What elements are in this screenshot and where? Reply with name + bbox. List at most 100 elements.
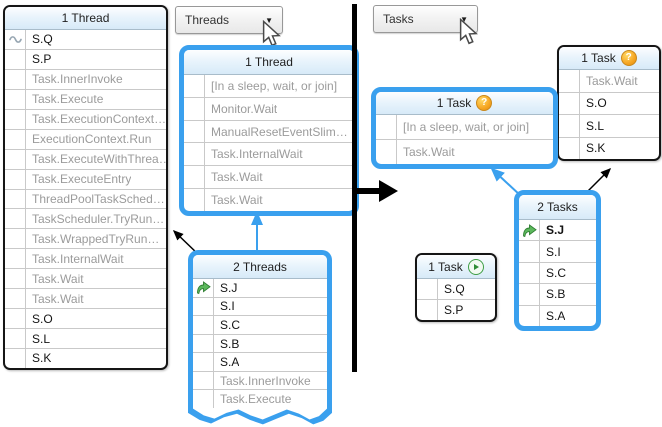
stack-frame-row[interactable]: S.Q <box>417 279 495 300</box>
frame-gutter <box>193 297 214 316</box>
panel-header: 1 Thread <box>184 50 354 75</box>
stack-frame-row[interactable]: S.B <box>193 334 327 354</box>
stack-frame-row[interactable]: [In a sleep, wait, or join] <box>376 115 553 140</box>
stack-frame-row[interactable]: S.O <box>559 92 659 115</box>
frame-label: Task.Wait <box>586 73 638 88</box>
frame-label: S.P <box>444 303 464 317</box>
stack-frame-row[interactable]: TaskScheduler.TryRun… <box>5 209 166 230</box>
stack-frame-row[interactable]: S.Q <box>5 30 166 50</box>
stack-frame-row[interactable]: Task.Execute <box>193 390 327 409</box>
stack-frame-row[interactable]: Task.Wait <box>184 189 354 211</box>
frame-gutter <box>193 353 214 371</box>
stack-frame-row[interactable]: S.P <box>5 49 166 70</box>
task-link-arrow <box>490 167 522 197</box>
frame-gutter <box>417 300 438 320</box>
frame-label: Task.Wait <box>211 170 263 185</box>
frame-gutter <box>5 349 26 368</box>
frame-label: ThreadPoolTaskSched… <box>32 191 165 206</box>
frame-gutter <box>519 305 540 326</box>
frame-gutter <box>5 129 26 149</box>
frame-gutter <box>5 69 26 89</box>
frame-label: Task.Wait <box>32 291 84 306</box>
frame-label: S.B <box>546 287 566 302</box>
stack-frame-row[interactable]: Task.ExecutionContext… <box>5 109 166 130</box>
panel-title: 1 Task <box>581 51 616 65</box>
stack-frame-row[interactable]: Task.Wait <box>559 70 659 93</box>
stack-frame-row[interactable]: Task.ExecuteWithThrea… <box>5 149 166 170</box>
frame-gutter <box>559 70 580 92</box>
frame-gutter <box>5 209 26 229</box>
frame-label: S.K <box>32 351 52 366</box>
frame-label: Task.ExecuteWithThrea… <box>32 152 166 167</box>
frame-label: Task.ExecutionContext… <box>32 112 166 127</box>
frame-label: S.A <box>220 355 240 370</box>
frame-label: S.O <box>586 96 607 111</box>
stack-frame-row[interactable]: Task.WrappedTryRun… <box>5 229 166 250</box>
stack-frame-row[interactable]: S.J <box>193 279 327 298</box>
frame-gutter <box>376 140 397 164</box>
stack-frame-row[interactable]: S.A <box>519 305 596 326</box>
frame-gutter <box>519 262 540 284</box>
mouse-cursor-icon <box>459 18 478 45</box>
frame-label: Task.InternalWait <box>211 147 303 162</box>
stack-frame-row[interactable]: ExecutionContext.Run <box>5 129 166 150</box>
panel-header: 1 Task ? <box>559 47 659 70</box>
stack-frame-row[interactable]: ThreadPoolTaskSched… <box>5 189 166 210</box>
stack-frame-row[interactable]: Task.Wait <box>184 166 354 190</box>
frame-label: Task.InnerInvoke <box>220 373 311 388</box>
frame-label: Task.WrappedTryRun… <box>32 231 160 246</box>
frame-label: [In a sleep, wait, or join] <box>211 78 338 93</box>
stack-frame-row[interactable]: S.I <box>193 297 327 317</box>
stack-frame-row[interactable]: S.K <box>559 137 659 159</box>
stack-frame-row[interactable]: Task.Execute <box>5 89 166 110</box>
frame-label: Task.Execute <box>32 92 104 107</box>
frame-gutter <box>184 166 205 189</box>
frame-gutter <box>5 269 26 289</box>
frame-gutter <box>5 229 26 249</box>
frame-label: S.Q <box>444 282 465 296</box>
stack-frame-row[interactable]: Task.InnerInvoke <box>5 69 166 90</box>
stack-frame-row[interactable]: S.C <box>193 316 327 335</box>
stack-frame-row[interactable]: Task.Wait <box>376 140 553 164</box>
stack-frame-row[interactable]: Task.Wait <box>5 289 166 310</box>
frame-gutter <box>5 289 26 309</box>
panel-header: 1 Thread <box>5 7 166 30</box>
frame-gutter <box>559 115 580 137</box>
frame-gutter <box>184 189 205 211</box>
stack-frame-row[interactable]: S.K <box>5 349 166 368</box>
frame-gutter <box>193 316 214 334</box>
frame-label: S.P <box>32 52 52 67</box>
frame-gutter <box>519 241 540 262</box>
stack-frame-row[interactable]: Task.Wait <box>5 269 166 290</box>
thread-group-waiting-box: 1 Thread [In a sleep, wait, or join] Moni… <box>179 45 359 216</box>
stack-frame-row[interactable]: Task.ExecuteEntry <box>5 169 166 190</box>
stack-frame-row[interactable]: S.J <box>519 220 596 242</box>
panel-title: 2 Threads <box>233 259 287 274</box>
stack-frame-row[interactable]: S.C <box>519 262 596 285</box>
threads-view-dropdown[interactable]: Threads ▼ <box>175 6 283 34</box>
frame-label: S.I <box>220 299 235 314</box>
stack-frame-row[interactable]: Task.InnerInvoke <box>193 371 327 391</box>
stack-frame-row[interactable]: S.A <box>193 353 327 372</box>
stack-frame-row[interactable]: Task.InternalWait <box>5 249 166 270</box>
stack-frame-row[interactable]: ManualResetEventSlim… <box>184 120 354 144</box>
stack-frame-row[interactable]: S.B <box>519 284 596 306</box>
stack-frame-row[interactable]: S.L <box>559 115 659 138</box>
stack-frame-row[interactable]: S.O <box>5 309 166 330</box>
frame-label: TaskScheduler.TryRun… <box>32 211 165 226</box>
stack-frame-row[interactable]: Monitor.Wait <box>184 97 354 121</box>
stack-frame-row[interactable]: S.I <box>519 241 596 263</box>
frame-label: ManualResetEventSlim… <box>211 124 348 139</box>
dropdown-label: Tasks <box>383 12 414 26</box>
stack-frame-row[interactable]: Task.InternalWait <box>184 143 354 167</box>
frame-label: S.C <box>220 317 241 332</box>
frame-label: Task.Wait <box>32 271 84 286</box>
stack-frame-row[interactable]: S.L <box>5 329 166 349</box>
stack-frame-row[interactable]: S.P <box>417 300 495 320</box>
stack-frame-row[interactable]: [In a sleep, wait, or join] <box>184 75 354 98</box>
